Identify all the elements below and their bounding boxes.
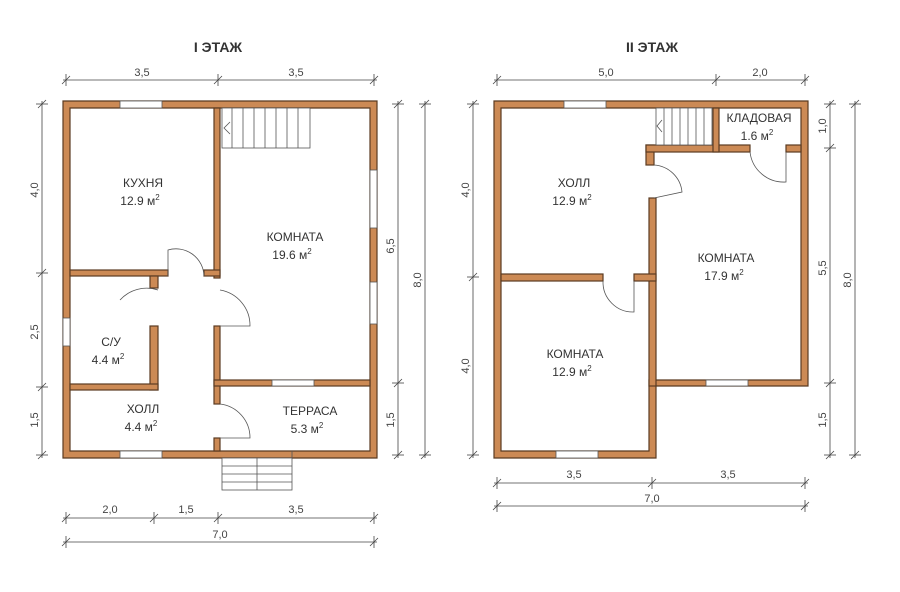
wall-hall-bedroom [500, 273, 604, 282]
dim-label: 8,0 [842, 272, 854, 287]
dim-label: 3,5 [134, 67, 149, 79]
porch-steps [221, 457, 293, 491]
room-area: 12.9 м2 [552, 364, 592, 379]
floor-1-plan: I ЭТАЖ [29, 39, 431, 548]
wall-storage-left [712, 107, 720, 153]
room-name: ХОЛЛ [127, 402, 160, 416]
window [369, 169, 378, 229]
wall-kitchen-wc [69, 269, 169, 277]
room-area: 5.3 м2 [291, 421, 324, 436]
room-name: ТЕРРАСА [283, 404, 338, 418]
dim-label: 1,0 [817, 118, 829, 133]
door-room [219, 289, 251, 327]
wall-kitchen-room [213, 107, 221, 279]
room-name: КОМНАТА [267, 230, 324, 244]
wall-hall-room [648, 197, 657, 387]
window [369, 281, 378, 325]
dim-label: 2,0 [752, 67, 767, 79]
floor-1-dimensions: 3,5 3,5 2,0 1,5 3,5 7,0 [29, 67, 431, 548]
window [555, 450, 599, 459]
room-area: 12.9 м2 [120, 193, 160, 208]
dim-label: 1,5 [385, 412, 397, 427]
door-kitchen [167, 248, 205, 277]
window [271, 379, 315, 387]
room-name: КУХНЯ [123, 176, 163, 190]
room-name: ХОЛЛ [558, 176, 591, 190]
dim-label: 4,0 [460, 358, 472, 373]
wall-stub [203, 269, 221, 277]
room-name: КОМНАТА [698, 251, 755, 265]
dim-label: 2,0 [102, 504, 117, 516]
room-area: 4.4 м2 [125, 419, 158, 434]
room-name: С/У [101, 335, 121, 349]
wall-stub [633, 273, 657, 282]
room-name: КОМНАТА [547, 347, 604, 361]
dim-label: 7,0 [212, 529, 227, 541]
room-name: КЛАДОВАЯ [726, 111, 791, 125]
room-area: 19.6 м2 [272, 247, 312, 262]
floor-2-plan: II ЭТАЖ КЛАДОВАЯ 1.6 м2 [460, 39, 861, 512]
dim-label: 5,0 [598, 67, 613, 79]
dim-label: 3,5 [288, 67, 303, 79]
door-terrace [219, 403, 251, 439]
dim-label: 5,5 [817, 260, 829, 275]
wall-wc-hall [69, 383, 159, 391]
door-wc [119, 287, 159, 301]
wall-storage-stub [785, 144, 802, 153]
wall-hall-room [213, 325, 221, 405]
dim-label: 1,5 [178, 504, 193, 516]
dim-label: 4,0 [29, 182, 41, 197]
dim-label: 3,5 [288, 504, 303, 516]
window [705, 379, 749, 387]
room-area: 17.9 м2 [704, 268, 744, 283]
door-room [653, 164, 683, 199]
floor-1-title: I ЭТАЖ [194, 39, 243, 55]
dim-label: 2,5 [29, 324, 41, 339]
wall-wc-side [149, 325, 159, 391]
room-area: 1.6 м2 [741, 128, 774, 143]
door-bedroom [602, 280, 635, 313]
wall-hall-terrace [213, 437, 221, 452]
window [62, 317, 71, 347]
dim-label: 8,0 [412, 272, 424, 287]
dim-label: 1,5 [29, 412, 41, 427]
dim-label: 6,5 [385, 238, 397, 253]
dim-label: 4,0 [460, 182, 472, 197]
dim-label: 3,5 [566, 469, 581, 481]
room-area: 12.9 м2 [552, 193, 592, 208]
room-area: 4.4 м2 [92, 352, 125, 367]
door-storage [749, 151, 787, 183]
dim-label: 3,5 [720, 469, 735, 481]
dim-label: 7,0 [644, 493, 659, 505]
floor-2-stairs [655, 107, 713, 146]
window [119, 450, 163, 459]
floor-1-stairs [221, 107, 311, 149]
dim-label: 1,5 [817, 412, 829, 427]
floor-2-title: II ЭТАЖ [626, 39, 678, 55]
floor-2-dimensions: 5,0 2,0 3,5 3,5 7,0 [460, 67, 861, 512]
wall-storage-bottom [645, 144, 751, 153]
window [563, 100, 607, 109]
wall-wc-top [149, 275, 159, 289]
window [119, 100, 163, 109]
